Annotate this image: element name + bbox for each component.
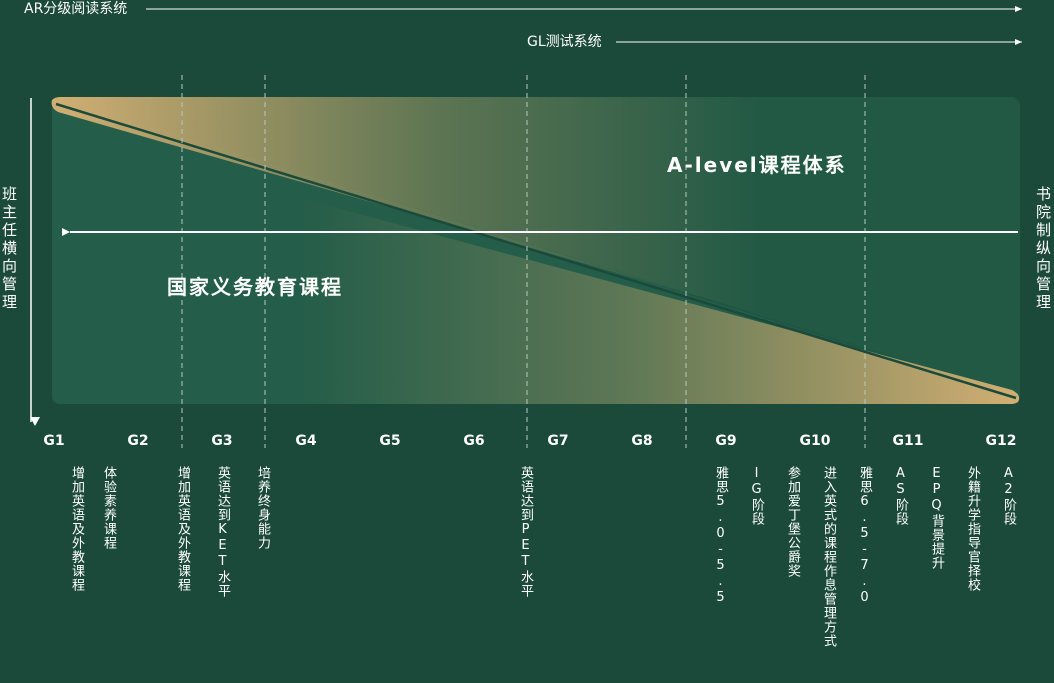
- stage-note: EPQ背景提升: [929, 466, 944, 570]
- grade-label: G2: [127, 433, 149, 449]
- grade-label: G6: [463, 433, 485, 449]
- alevel-gold-fade: [51, 97, 761, 314]
- right-axis-label: 书院制纵向管理: [1034, 186, 1052, 312]
- grade-label: G4: [295, 433, 317, 449]
- stage-note: 进入英式的课程作息管理方式: [821, 466, 836, 648]
- grade-label: G9: [715, 433, 737, 449]
- stage-note: AS阶段: [893, 466, 908, 526]
- grade-label: G1: [43, 433, 65, 449]
- alevel-label: A-level课程体系: [667, 153, 847, 177]
- left-axis-label: 班主任横向管理: [0, 186, 18, 312]
- grade-label: G8: [631, 433, 653, 449]
- stage-note: IG阶段: [749, 466, 764, 526]
- stage-note: 外籍升学指导官择校: [965, 466, 980, 592]
- stage-note: 雅思6.5-7.0: [857, 466, 872, 606]
- stage-note: 参加爱丁堡公爵奖: [785, 466, 800, 578]
- stage-note: 英语达到KET水平: [215, 466, 230, 598]
- stage-note: 增加英语及外教课程: [69, 466, 84, 592]
- grade-label: G10: [799, 433, 831, 449]
- national-label: 国家义务教育课程: [167, 275, 343, 299]
- stage-note: 培养终身能力: [255, 466, 270, 550]
- diagonal-divider: [55, 102, 1017, 400]
- gl-system-label: GL测试系统: [527, 34, 602, 50]
- grade-label: G12: [985, 433, 1017, 449]
- national-gold-fade: [300, 198, 1020, 404]
- stage-note: A2阶段: [1001, 466, 1016, 526]
- stage-note: 增加英语及外教课程: [175, 466, 190, 592]
- grade-label: G7: [547, 433, 569, 449]
- ar-system-label: AR分级阅读系统: [24, 1, 128, 17]
- grade-label: G11: [892, 433, 924, 449]
- stage-note: 体验素养课程: [101, 466, 116, 550]
- grade-label: G5: [379, 433, 401, 449]
- grade-label: G3: [211, 433, 233, 449]
- stage-note: 英语达到PET水平: [518, 466, 533, 598]
- stage-note: 雅思5.0-5.5: [713, 466, 728, 606]
